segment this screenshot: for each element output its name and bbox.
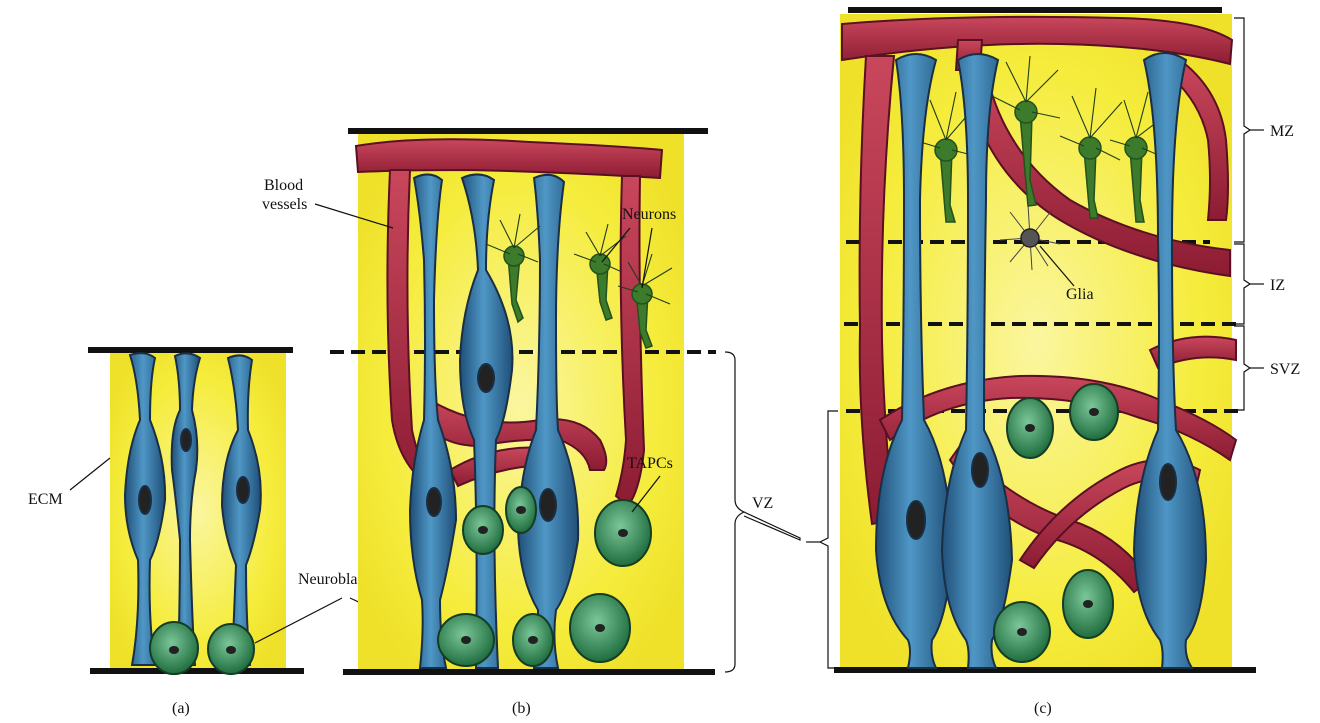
- blood-vessels-label-line2: vessels: [262, 196, 307, 213]
- vz-label: VZ: [752, 495, 773, 512]
- vz-pointer: [744, 512, 800, 540]
- panel-b-caption: (b): [512, 700, 531, 717]
- panel-c-caption: (c): [1034, 700, 1052, 717]
- panel-c: Glia MZ IZ SVZ (c): [806, 10, 1300, 717]
- glia-label: Glia: [1066, 286, 1094, 303]
- neurons-label: Neurons: [622, 206, 676, 223]
- tapcs-label: TAPCs: [627, 455, 673, 472]
- panel-a: ECM (a): [28, 350, 304, 717]
- blood-vessels-label-line1: Blood: [264, 177, 303, 194]
- mz-label: MZ: [1270, 123, 1294, 140]
- ecm-label: ECM: [28, 491, 63, 508]
- iz-label: IZ: [1270, 277, 1285, 294]
- mz-bracket: [1234, 18, 1250, 242]
- svz-bracket: [1234, 326, 1250, 410]
- panel-a-caption: (a): [172, 700, 190, 717]
- vz-bracket-b: [725, 352, 744, 672]
- svz-label: SVZ: [1270, 361, 1300, 378]
- ecm-leader: [70, 458, 110, 490]
- panel-b: Blood vessels Neurons TAPCs VZ (b): [262, 131, 800, 717]
- vz-bracket-c: [820, 411, 838, 668]
- iz-bracket: [1234, 244, 1250, 324]
